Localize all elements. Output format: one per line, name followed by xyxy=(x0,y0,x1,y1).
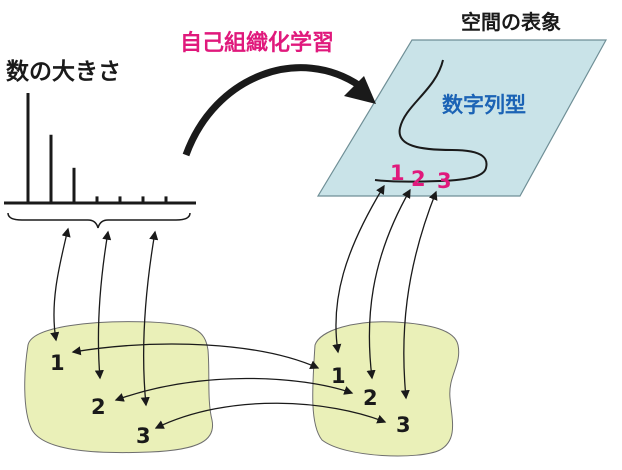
number-line-curve xyxy=(374,59,488,183)
right-vertical-arrows xyxy=(332,184,438,400)
right-blob xyxy=(312,321,460,457)
right-number-3: 3 xyxy=(396,413,411,437)
som-arrow xyxy=(182,64,362,157)
cross-arrows xyxy=(71,343,387,429)
som-arrow-head xyxy=(344,76,376,104)
right-number-2: 2 xyxy=(363,386,378,410)
space-number-1: 1 xyxy=(390,161,405,185)
som-label: 自己組織化学習 xyxy=(180,30,334,56)
space-label: 空間の表象 xyxy=(461,10,561,34)
space-number-3: 3 xyxy=(437,169,452,193)
number-line-label: 数字列型 xyxy=(442,93,526,117)
left-number-3: 3 xyxy=(136,424,151,448)
left-blob xyxy=(24,321,214,454)
left-number-1: 1 xyxy=(50,351,65,375)
spatial-plane xyxy=(316,39,608,197)
magnitude-bars xyxy=(4,93,196,229)
left-number-2: 2 xyxy=(91,395,106,419)
magnitude-label: 数の大きさ xyxy=(6,59,121,85)
space-number-2: 2 xyxy=(411,167,426,191)
right-number-1: 1 xyxy=(331,364,346,388)
brace xyxy=(7,212,191,229)
